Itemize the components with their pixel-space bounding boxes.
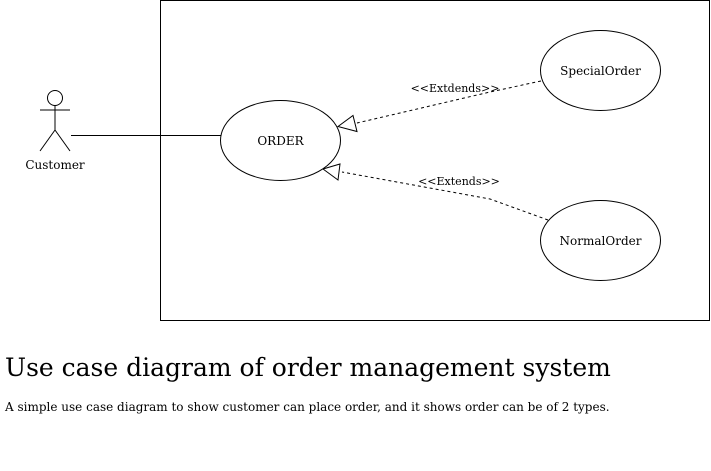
system-boundary <box>160 0 710 321</box>
actor-label: Customer <box>25 158 85 172</box>
actor-left-leg <box>39 129 56 152</box>
use-case-label: SpecialOrder <box>560 64 641 78</box>
special-extend-label: <<Extdends>> <box>411 82 500 95</box>
special-order-extend-relation: <<Extdends>> <box>336 80 542 133</box>
use-case-label: ORDER <box>257 134 304 148</box>
customer-actor[interactable]: Customer <box>25 90 85 173</box>
normal-order-extend-relation: <<Extends>> <box>321 163 549 221</box>
use-case-ellipse <box>540 30 661 111</box>
actor-head <box>47 90 63 106</box>
use-case-ellipse <box>220 100 341 181</box>
normal-extend-label: <<Extends>> <box>418 175 500 188</box>
use-case-order[interactable]: ORDER <box>220 100 341 181</box>
use-case-ellipse <box>540 200 661 281</box>
page-heading: Use case diagram of order management sys… <box>5 353 611 382</box>
use-case-normal-order[interactable]: NormalOrder <box>540 200 661 281</box>
actor-right-leg <box>54 129 71 152</box>
extend-arrowhead <box>321 163 341 181</box>
use-case-label: NormalOrder <box>560 234 642 248</box>
extend-arrowhead <box>336 114 358 133</box>
page-description: A simple use case diagram to show custom… <box>5 400 610 414</box>
use-case-diagram: Customer <<Extdends>> <<Extends>> ORDER … <box>25 0 710 321</box>
extend-line <box>341 171 549 221</box>
use-case-special-order[interactable]: SpecialOrder <box>540 30 661 111</box>
